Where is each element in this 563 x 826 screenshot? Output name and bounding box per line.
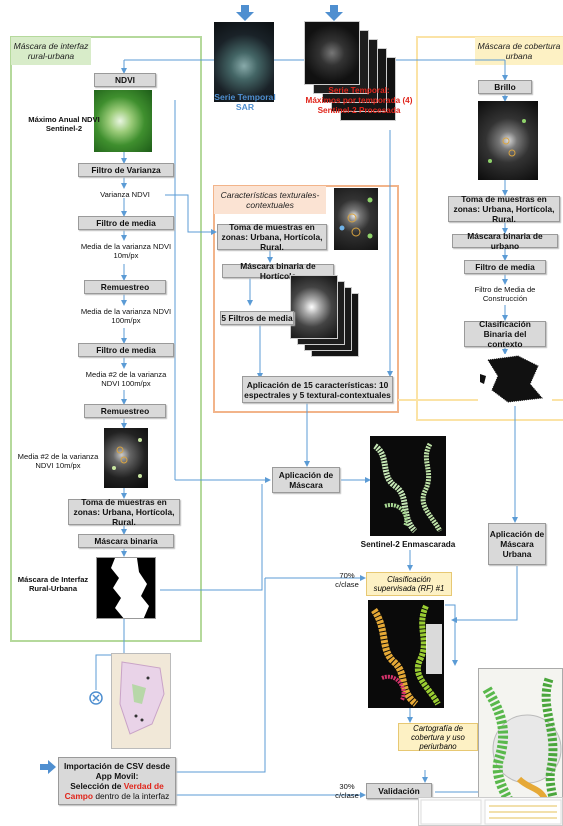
- validation-table: [420, 799, 562, 825]
- ndvi-caption: Máximo Anual NDVI Sentinel-2: [28, 115, 100, 133]
- classification-legend: [426, 624, 442, 674]
- sar-label-b: SAR: [235, 102, 255, 112]
- validation-table-image: [418, 797, 563, 826]
- toma-muestras-left-box: Toma de muestras en zonas: Urbana, Hortí…: [68, 497, 180, 527]
- toma-muestras-right-box: Toma de muestras en zonas: Urbana, Hortí…: [448, 194, 560, 224]
- mascara-horticola-box: Máscara binaria de Hortícola: [222, 261, 334, 281]
- aplicacion-15-box: Aplicación de 15 características: 10 esp…: [242, 376, 393, 403]
- pct70: 70%: [339, 571, 355, 580]
- media-varianza-100-label: Media de la varianza NDVI 100m/px: [80, 307, 172, 325]
- sar-image: [214, 22, 274, 102]
- sample-map: [119, 661, 165, 735]
- binary-map: [480, 355, 543, 403]
- down-arrow-icon-sar: [236, 5, 254, 21]
- aplicacion-mascara-urbana-box: Aplicación de Máscara Urbana: [488, 523, 546, 565]
- clasificacion-supervisada-box: Clasificación supervisada (RF) #1: [366, 572, 452, 596]
- filtro-media-right-box: Filtro de media: [464, 260, 546, 274]
- sar-label: Serie Temporal SAR: [205, 92, 285, 112]
- clasificacion-map-image: [368, 600, 444, 708]
- mascara-interfaz-image: [96, 557, 156, 619]
- toma-muestras-middle-box: Toma de muestras en zonas: Urbana, Hortí…: [217, 222, 327, 252]
- aplicacion-mascara-box: Aplicación de Máscara: [272, 467, 340, 493]
- s2-label-b: Máximos por temporada (4): [305, 96, 413, 105]
- sample-circles: [112, 438, 142, 478]
- clasificacion-binaria-image: [478, 354, 552, 406]
- mascara-urbano-box: Máscara binaria de urbano: [452, 231, 558, 251]
- masked-map: [373, 442, 443, 534]
- cartography-map: [482, 677, 562, 825]
- mascara-interfaz-label: Máscara de Interfaz Rural-Urbana: [17, 575, 89, 593]
- s2-label-c: Sentinel-2 Procesada: [317, 106, 401, 115]
- media-varianza-10-label: Media de la varianza NDVI 10m/px: [80, 242, 172, 260]
- clasificacion-binaria-box: Clasificación Binaria del contexto: [464, 319, 546, 349]
- remuestreo-box-2: Remuestreo: [84, 404, 166, 418]
- sar-label-a: Serie Temporal: [214, 92, 276, 102]
- remuestreo-box-1: Remuestreo: [84, 280, 166, 294]
- rural-urban-panel: [10, 36, 202, 642]
- s2-series-label: Serie Temporal: Máximos por temporada (4…: [305, 86, 413, 116]
- textural-panel-title-bg: [214, 186, 326, 214]
- varianza-ndvi-label: Varianza NDVI: [100, 190, 150, 199]
- brillo-box: Brillo: [478, 80, 532, 94]
- mascara-binaria-box: Máscara binaria: [78, 534, 174, 548]
- media2-100-label: Media #2 de la varianza NDVI 100m/px: [85, 370, 167, 388]
- import-csv-box: Importación de CSV desde App Movil: Sele…: [58, 757, 176, 805]
- import-line-b: Selección de Verdad de Campo dentro de l…: [59, 781, 175, 801]
- filtro-media-box-1: Filtro de media: [78, 216, 174, 230]
- textural-panel-title: Características texturales-contextuales: [220, 190, 320, 210]
- cartografia-box: Cartografía de cobertura y uso periurban…: [398, 723, 478, 751]
- cclase70: c/clase: [335, 580, 359, 589]
- field-sample-map-image: [111, 653, 171, 749]
- s2-stack-front: [304, 21, 360, 85]
- filtro-varianza-box: Filtro de Varianza: [78, 163, 174, 177]
- right-arrow-icon: [40, 760, 56, 774]
- filtro-media-box-2: Filtro de media: [78, 343, 174, 357]
- filtros-media-box: 5 Filtros de media: [220, 311, 294, 325]
- pct30: 30%: [339, 782, 355, 791]
- brillo-samples: [488, 119, 526, 163]
- cclase30: c/clase: [335, 791, 359, 800]
- media2-10-label: Media #2 de la varianza NDVI 10m/px: [17, 452, 99, 470]
- pct30-label: 30% c/clase: [332, 782, 362, 800]
- textural-samples-image: [334, 188, 378, 250]
- urban-cover-panel-title: Máscara de cobertura urbana: [477, 41, 561, 61]
- import-b: Selección de: [70, 781, 124, 791]
- rural-urban-panel-title: Máscara de interfaz rural-urbana: [13, 41, 89, 61]
- mask-shape: [97, 558, 155, 618]
- pct70-label: 70% c/clase: [332, 571, 362, 589]
- textural-sample-circles: [339, 197, 373, 239]
- ndvi-image: [94, 90, 152, 152]
- s2-label-a: Serie Temporal:: [328, 86, 390, 95]
- import-c: dentro de la interfaz: [93, 791, 170, 801]
- import-line-a: Importación de CSV desde App Movil:: [63, 761, 171, 781]
- s2-enmascarada-image: [370, 436, 446, 536]
- validacion-box: Validación: [366, 783, 432, 799]
- classified-map: [371, 604, 441, 707]
- cancel-icon: [89, 691, 103, 705]
- down-arrow-icon-s2: [325, 5, 343, 21]
- filtros-stack-front: [290, 275, 338, 339]
- media2-image: [104, 428, 148, 488]
- s2-enmascarada-label: Sentinel-2 Enmascarada: [360, 540, 456, 549]
- brillo-image: [478, 101, 538, 180]
- rural-urban-panel-title-bg: [11, 37, 91, 65]
- verdad-campo: Verdad de Campo: [64, 781, 164, 801]
- filtro-media-construccion-label: Filtro de Media de Construcción: [474, 285, 536, 303]
- ndvi-box: NDVI: [94, 73, 156, 87]
